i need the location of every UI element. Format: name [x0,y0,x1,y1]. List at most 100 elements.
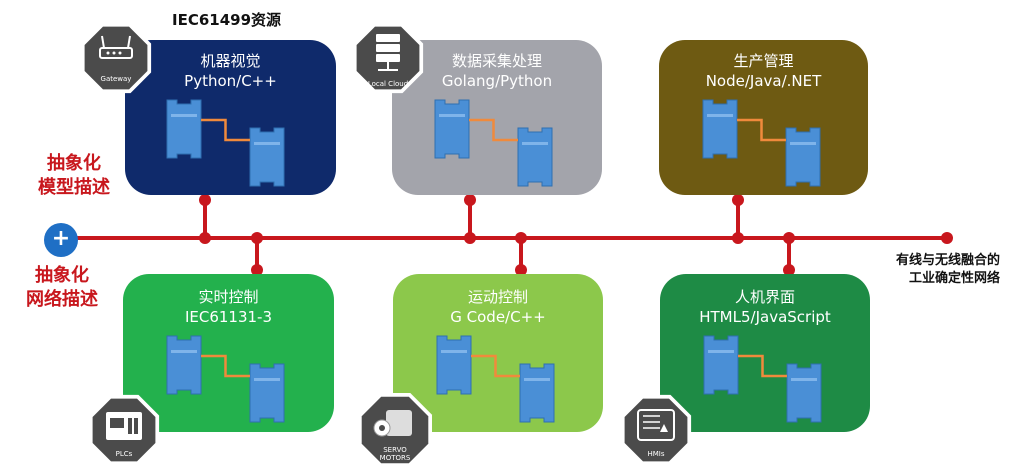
bus-junction-dot [783,232,795,244]
function-block-divider [171,114,197,117]
server-unit [376,44,400,52]
hmi-box: 人机界面 HTML5/JavaScript [660,274,870,432]
router-led [106,51,110,55]
function-block-divider [522,142,548,145]
motor-body [386,410,412,436]
function-block-shape [436,335,472,395]
block-link-line [471,354,520,378]
function-block-shape [166,99,202,159]
function-block [166,335,202,395]
function-block-shape [249,363,285,423]
diagram-title: IEC61499资源 [172,11,282,29]
vision-title: 机器视觉 [200,52,261,70]
motion-box: 运动控制 G Code/C++ [393,274,603,432]
abstract-model-label: 抽象化 模型描述 [34,152,114,200]
router-antenna-right [127,35,131,49]
motion-title: 运动控制 [467,288,528,306]
production-title: 生产管理 [733,52,794,70]
function-block [702,99,738,159]
function-block-divider [254,378,280,381]
function-block [249,363,285,423]
data-processing-title: 数据采集处理 [451,52,542,70]
bus-junction-dot [251,232,263,244]
data-processing-box: 数据采集处理 Golang/Python [392,40,602,195]
function-block-divider [254,142,280,145]
function-block-divider [171,350,197,353]
data-processing-language: Golang/Python [441,72,553,90]
router-antenna-left [101,35,105,49]
production-box: 生产管理 Node/Java/.NET [659,40,868,195]
block-link-line [469,118,518,142]
plc-terminal [128,418,132,434]
hmi-badge: HMIs [618,392,694,468]
abstract-network-label: 抽象化 网络描述 [14,264,110,312]
local-cloud-icon [352,22,424,94]
function-block-shape [166,335,202,395]
vision-box: 机器视觉 Python/C++ [125,40,336,195]
network-note-line2: 工业确定性网络 [908,271,1000,286]
hmi-title: 人机界面 [734,288,795,306]
plc-badge: PLCs [86,392,162,468]
function-block-divider [439,114,465,117]
plc-terminal [134,418,138,434]
servo-label: SERVO MOTORS [355,446,435,462]
gateway-badge: Gateway [78,20,154,96]
function-block-shape [519,363,555,423]
abstract-model-line2: 模型描述 [38,177,110,198]
bus-end-dot [941,232,953,244]
upper-drop-dot [732,194,744,206]
function-block-shape [517,127,553,187]
function-block-divider [441,350,467,353]
router-body [99,47,133,59]
plc-label: PLCs [115,450,133,458]
realtime-title: 实时控制 [198,288,259,306]
realtime-box: 实时控制 IEC61131-3 [123,274,334,432]
hmi-touch-hand [660,424,668,432]
function-block [785,127,821,187]
production-language: Node/Java/.NET [705,72,822,90]
servo-label-line1: SERVO [383,446,407,454]
bus-junction-dot [464,232,476,244]
lower-drop-dot [783,264,795,276]
upper-drop-dot [464,194,476,206]
block-link-line [737,118,786,142]
block-link-line [738,354,787,378]
abstract-network-line1: 抽象化 [35,265,89,286]
block-link-line [201,354,250,378]
function-block-divider [790,142,816,145]
realtime-language: IEC61131-3 [184,308,273,326]
vision-language: Python/C++ [184,72,277,90]
server-unit [376,34,400,42]
function-block [249,127,285,187]
function-block-shape [703,335,739,395]
lower-drop-dot [251,264,263,276]
local-cloud-badge: Local Cloud [350,20,426,96]
function-block [166,99,202,159]
function-block [436,335,472,395]
network-note-line1: 有线与无线融合的 [895,253,1000,268]
local-cloud-label: Local Cloud [367,80,409,88]
function-block-shape [786,363,822,423]
plc-icon [88,394,160,466]
function-block [517,127,553,187]
network-note: 有线与无线融合的 工业确定性网络 [840,252,1000,288]
abstract-model-line1: 抽象化 [47,153,101,174]
hmi-screen [637,409,675,441]
motor-shaft [379,425,385,431]
plus-icon[interactable]: + [44,223,78,257]
hmi-icon [620,394,692,466]
function-block [703,335,739,395]
function-block-shape [434,99,470,159]
gateway-icon [80,22,152,94]
servo-motor-icon [358,393,432,467]
bus-junction-dot [199,232,211,244]
function-block-shape [249,127,285,187]
router-led [112,51,116,55]
servo-label-line2: MOTORS [379,454,411,462]
function-block-divider [791,378,817,381]
hmi-language: HTML5/JavaScript [699,308,831,326]
hmi-label: HMIs [647,450,665,458]
function-block [519,363,555,423]
